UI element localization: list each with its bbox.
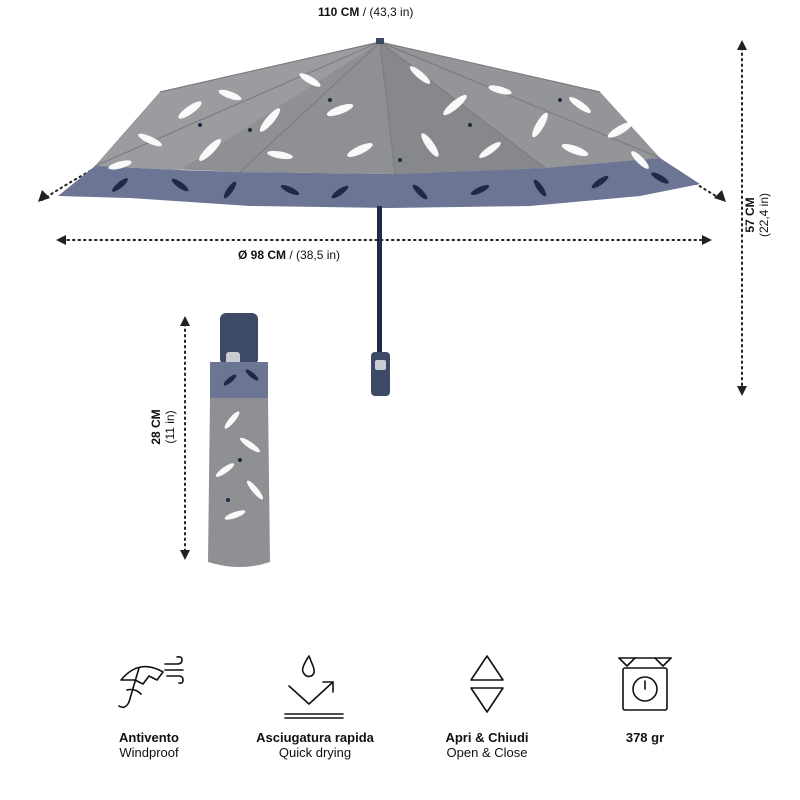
height-open-label: 57 CM (22,4 in) bbox=[743, 192, 771, 238]
umbrella-shaft bbox=[377, 206, 382, 356]
umbrella-tip bbox=[376, 38, 384, 44]
diameter-arrow-right bbox=[702, 235, 712, 245]
width-arc-arrow-right bbox=[714, 190, 726, 202]
width-open-label: 110 CM / (43,3 in) bbox=[318, 5, 414, 19]
feature-title: Antivento bbox=[119, 730, 179, 745]
quick-drying-icon bbox=[284, 655, 344, 719]
feature-open-close: Apri & Chiudi Open & Close bbox=[412, 650, 562, 760]
feature-quick-drying: Asciugatura rapida Quick drying bbox=[240, 650, 390, 760]
feature-subtitle: Open & Close bbox=[446, 745, 528, 760]
diameter-label: Ø 98 CM / (38,5 in) bbox=[238, 248, 341, 262]
handle-button bbox=[375, 360, 386, 370]
feature-windproof: Antivento Windproof bbox=[74, 650, 224, 760]
feature-subtitle: Windproof bbox=[119, 745, 179, 760]
feature-title: Apri & Chiudi bbox=[445, 730, 529, 745]
closed-body bbox=[208, 398, 270, 567]
height-open-arrow-bottom bbox=[737, 386, 747, 396]
height-closed-label: 28 CM (11 in) bbox=[149, 409, 177, 445]
closed-band bbox=[210, 362, 268, 400]
height-open-arrow-top bbox=[737, 40, 747, 50]
weight-scale-icon bbox=[618, 657, 672, 711]
windproof-umbrella-icon bbox=[118, 656, 184, 709]
diameter-arrow-left bbox=[56, 235, 66, 245]
canopy-border bbox=[58, 158, 700, 208]
canopy-panel bbox=[380, 42, 660, 168]
feature-title: 378 gr bbox=[625, 730, 665, 745]
canopy-panel bbox=[95, 42, 380, 170]
leaf-pattern bbox=[108, 66, 669, 200]
height-closed-arrow-bottom bbox=[180, 550, 190, 560]
open-close-icon bbox=[470, 655, 504, 713]
width-arc-arrow-left bbox=[38, 190, 50, 202]
feature-subtitle: Quick drying bbox=[278, 745, 352, 760]
feature-title: Asciugatura rapida bbox=[256, 730, 374, 745]
height-closed-arrow-top bbox=[180, 316, 190, 326]
feature-weight: 378 gr bbox=[570, 650, 720, 745]
